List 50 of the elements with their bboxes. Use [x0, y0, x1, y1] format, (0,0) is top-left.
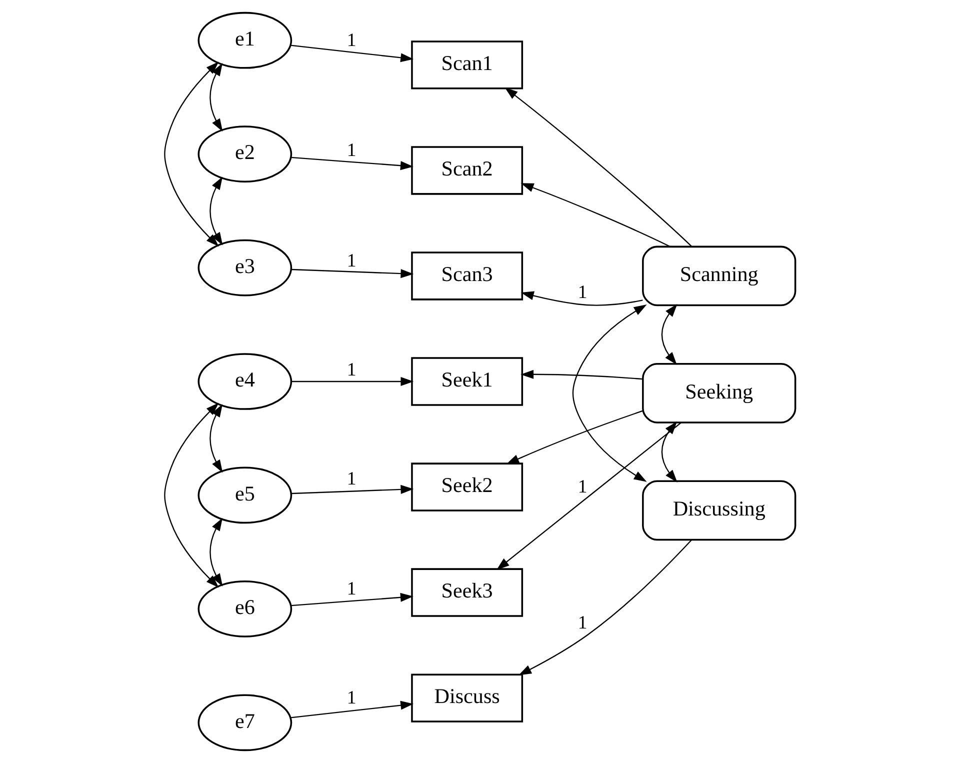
edge-label: 1	[578, 612, 588, 634]
arrow	[506, 410, 644, 464]
node-box: Scan2	[411, 146, 524, 195]
node-ellipse: e7	[198, 694, 292, 752]
edge-label: 1	[346, 359, 356, 380]
node-ellipse: e2	[198, 126, 292, 182]
arrow	[520, 183, 670, 248]
node-box: Scan3	[411, 252, 524, 300]
edge-label: 1	[346, 140, 356, 162]
arrow	[292, 268, 414, 278]
edge-label: 1	[346, 688, 356, 709]
node-ellipse: e4	[198, 353, 292, 410]
arrow	[661, 304, 678, 365]
arrow	[292, 484, 414, 494]
node-box: Discussing	[642, 480, 796, 541]
edge-label: 1	[346, 30, 356, 51]
node-ellipse: e5	[198, 466, 292, 524]
edge-label: 1	[578, 282, 588, 304]
node-box: Seek3	[411, 568, 524, 617]
arrow	[572, 304, 647, 482]
arrow	[291, 592, 414, 606]
edge-label: 1	[346, 468, 356, 490]
arrow	[520, 370, 643, 380]
arrow	[210, 404, 223, 473]
node-ellipse: e6	[198, 580, 292, 638]
node-box: Seeking	[642, 363, 796, 424]
edge-label: 1	[346, 578, 356, 600]
node-box: Scanning	[642, 246, 796, 306]
arrow	[290, 44, 414, 62]
arrow	[504, 87, 692, 248]
node-box: Scan1	[411, 40, 524, 90]
edge-label: 1	[578, 476, 588, 498]
node-box: Seek1	[411, 357, 524, 406]
arrow	[292, 376, 414, 386]
edge-label: 1	[346, 250, 356, 272]
arrow	[164, 62, 219, 247]
arrow	[291, 156, 414, 170]
node-ellipse: e1	[198, 12, 292, 69]
node-ellipse: e3	[198, 239, 292, 296]
arrow	[210, 518, 223, 586]
arrow	[290, 700, 414, 718]
arrow	[661, 421, 678, 482]
arrow	[210, 176, 223, 246]
arrow	[520, 291, 643, 306]
node-box: Discuss	[411, 674, 524, 722]
node-box: Seek2	[411, 462, 524, 512]
arrow	[518, 540, 692, 676]
arrow	[210, 63, 223, 132]
arrow	[164, 402, 219, 588]
arrow	[496, 422, 682, 570]
